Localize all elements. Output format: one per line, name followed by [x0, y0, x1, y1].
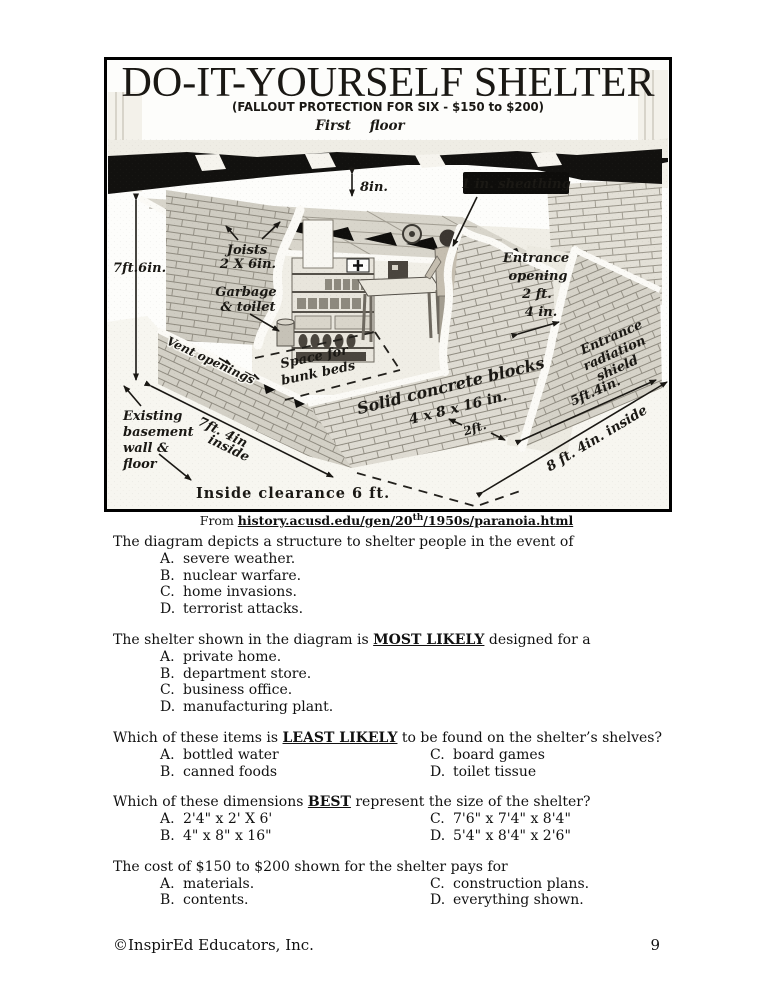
label-existing-4: floor — [122, 457, 158, 472]
diagram-subtitle: (FALLOUT PROTECTION FOR SIX - $150 to $2… — [232, 100, 544, 115]
label-8in: 8in. — [360, 180, 388, 195]
option-b: B.contents. — [160, 892, 249, 909]
option-d: D.toilet tissue — [430, 763, 537, 780]
option-b: B.canned foods — [160, 763, 278, 780]
question-stem: The shelter shown in the diagram is MOST… — [113, 631, 591, 648]
question-options: A.severe weather. B.nuclear warfare. C.h… — [113, 551, 669, 618]
label-joists-2: 2 X 6in. — [219, 257, 276, 272]
question-stem: The diagram depicts a structure to shelt… — [113, 534, 574, 550]
label-existing-3: wall & — [123, 441, 169, 456]
option-d: D.5'4" x 8'4" x 2'6" — [430, 827, 571, 844]
diagram-title: DO-IT-YOURSELF SHELTER — [122, 60, 655, 106]
question-4: Which of these dimensions BEST represent… — [113, 794, 669, 844]
page-number: 9 — [650, 936, 660, 954]
option-a: A.private home. — [160, 648, 282, 665]
option-d: D.everything shown. — [430, 892, 584, 909]
question-stem: Which of these dimensions BEST represent… — [113, 794, 591, 811]
option-c: C.construction plans. — [430, 875, 590, 892]
label-entrance-1: Entrance — [502, 251, 569, 266]
question-1: The diagram depicts a structure to shelt… — [113, 534, 669, 618]
label-garbage-2: & toilet — [220, 300, 275, 315]
question-3: Which of these items is LEAST LIKELY to … — [113, 730, 669, 780]
option-c: C.7'6" x 7'4" x 8'4" — [430, 811, 571, 828]
label-entrance-4: 4 in. — [525, 305, 558, 320]
label-entrance-2: opening — [509, 269, 568, 284]
question-options: A.2'4" x 2' X 6' C.7'6" x 7'4" x 8'4" B.… — [113, 811, 669, 845]
question-stem: The cost of $150 to $200 shown for the s… — [113, 858, 508, 875]
diagram-frame: 1 in. sheathing DO-IT-YOURSELF SHELTER (… — [104, 57, 672, 512]
halftone-grain — [108, 138, 668, 508]
question-5: The cost of $150 to $200 shown for the s… — [113, 859, 669, 909]
first-floor-label: First floor — [314, 118, 405, 134]
option-a: A.severe weather. — [160, 550, 296, 567]
question-2: The shelter shown in the diagram is MOST… — [113, 632, 669, 716]
option-d: D.terrorist attacks. — [160, 601, 304, 618]
option-a: A.materials. — [160, 875, 255, 892]
questions: The diagram depicts a structure to shelt… — [113, 534, 669, 923]
option-c: C.board games — [430, 746, 545, 763]
source-citation: From history.acusd.edu/gen/20th/1950s/pa… — [199, 513, 574, 529]
option-b: B.nuclear warfare. — [160, 567, 302, 584]
option-c: C.business office. — [160, 682, 293, 699]
option-c: C.home invasions. — [160, 584, 297, 601]
label-clearance: Inside clearance 6 ft. — [196, 485, 390, 502]
question-options: A.bottled water C.board games B.canned f… — [113, 747, 669, 781]
option-a: A.bottled water — [160, 746, 279, 763]
label-height: 7ft.6in. — [113, 261, 166, 276]
question-options: A.materials. C.construction plans. B.con… — [113, 876, 669, 910]
option-b: B.department store. — [160, 665, 312, 682]
label-joists-1: Joists — [224, 243, 268, 258]
copyright: ©InspirEd Educators, Inc. — [113, 936, 314, 954]
label-existing-1: Existing — [122, 409, 182, 424]
label-entrance-3: 2 ft. — [521, 287, 552, 302]
question-options: A.private home. B.department store. C.bu… — [113, 649, 669, 716]
option-a: A.2'4" x 2' X 6' — [160, 811, 273, 828]
question-stem: Which of these items is LEAST LIKELY to … — [113, 729, 662, 746]
option-d: D.manufacturing plant. — [160, 699, 334, 716]
label-existing-2: basement — [123, 425, 194, 440]
shelter-diagram: 1 in. sheathing DO-IT-YOURSELF SHELTER (… — [107, 60, 669, 509]
option-b: B.4" x 8" x 16" — [160, 827, 272, 844]
label-garbage-1: Garbage — [215, 285, 276, 300]
